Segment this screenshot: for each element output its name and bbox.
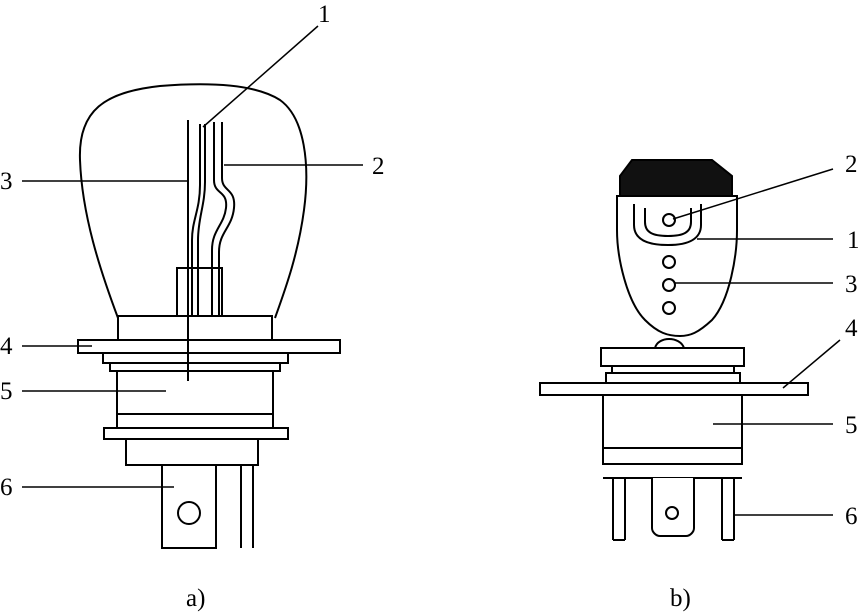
- bulb-a-upper-ring: [102, 352, 289, 364]
- bulb-a-base: [116, 370, 274, 415]
- bulb-a-label-1: 1: [318, 1, 331, 28]
- bulb-b-label-6: 6: [845, 503, 858, 530]
- bulb-a-label-5: 5: [0, 378, 13, 405]
- bulb-a-neck: [117, 315, 273, 341]
- bulb-b-label-1: 1: [847, 227, 860, 254]
- bulb-b-leader-2: [672, 168, 834, 220]
- bulb-a-socket: [125, 438, 259, 466]
- bulb-b-label-4: 4: [845, 315, 858, 342]
- bulb-b-dot-1: [662, 255, 676, 269]
- bulb-a-flange: [77, 339, 341, 354]
- bulb-b-tip: [654, 338, 685, 349]
- bulb-a-wire-2: [211, 122, 228, 316]
- bulb-b-base-bottom: [602, 447, 743, 465]
- bulb-b-cap: [619, 159, 733, 197]
- bulb-a-label-4: 4: [0, 333, 13, 360]
- bulb-b-shield-outer: [633, 204, 702, 247]
- bulb-a-lower-flange: [103, 427, 289, 440]
- bulb-b-base: [602, 394, 743, 449]
- bulb-b-filament-2: [662, 213, 676, 227]
- bulb-b-upper-ring-2: [605, 372, 741, 384]
- bulb-a-stem: [176, 267, 223, 317]
- bulb-b-label-5: 5: [845, 412, 858, 439]
- bulb-a-tab-terminal: [161, 464, 217, 549]
- bulb-b-flange: [539, 382, 809, 396]
- bulb-a-wire-1b: [197, 124, 206, 316]
- bulb-a-tab-hole: [177, 501, 201, 525]
- bulb-b-shield-inner: [644, 208, 692, 238]
- bulb-a-ring-inner: [109, 362, 281, 372]
- bulb-b: 2 1 3 4 5 6 b): [539, 151, 860, 612]
- caption-a: a): [186, 585, 205, 612]
- bulb-b-label-2: 2: [845, 151, 858, 178]
- caption-b: b): [670, 585, 691, 612]
- bulb-a-glass: [78, 83, 308, 319]
- bulb-a-label-3: 3: [0, 168, 13, 195]
- bulb-a-label-6: 6: [0, 474, 13, 501]
- bulb-a-leader-1: [202, 25, 319, 128]
- bulb-a-wire-1: [191, 124, 201, 316]
- bulb-b-tab-hole: [665, 506, 679, 520]
- bulb-a: 1 2 3 4 5 6 a): [0, 1, 385, 612]
- bulb-a-wire-2b: [218, 122, 236, 316]
- bulb-b-label-3: 3: [845, 271, 858, 298]
- bulb-b-leader-4: [782, 339, 841, 389]
- bulb-b-dot-2: [662, 278, 676, 292]
- bulb-b-glass: [616, 195, 738, 338]
- bulb-b-dot-3: [662, 301, 676, 315]
- bulb-a-label-2: 2: [372, 153, 385, 180]
- bulb-b-upper-base: [600, 347, 745, 367]
- bulb-b-upper-ring: [611, 365, 735, 374]
